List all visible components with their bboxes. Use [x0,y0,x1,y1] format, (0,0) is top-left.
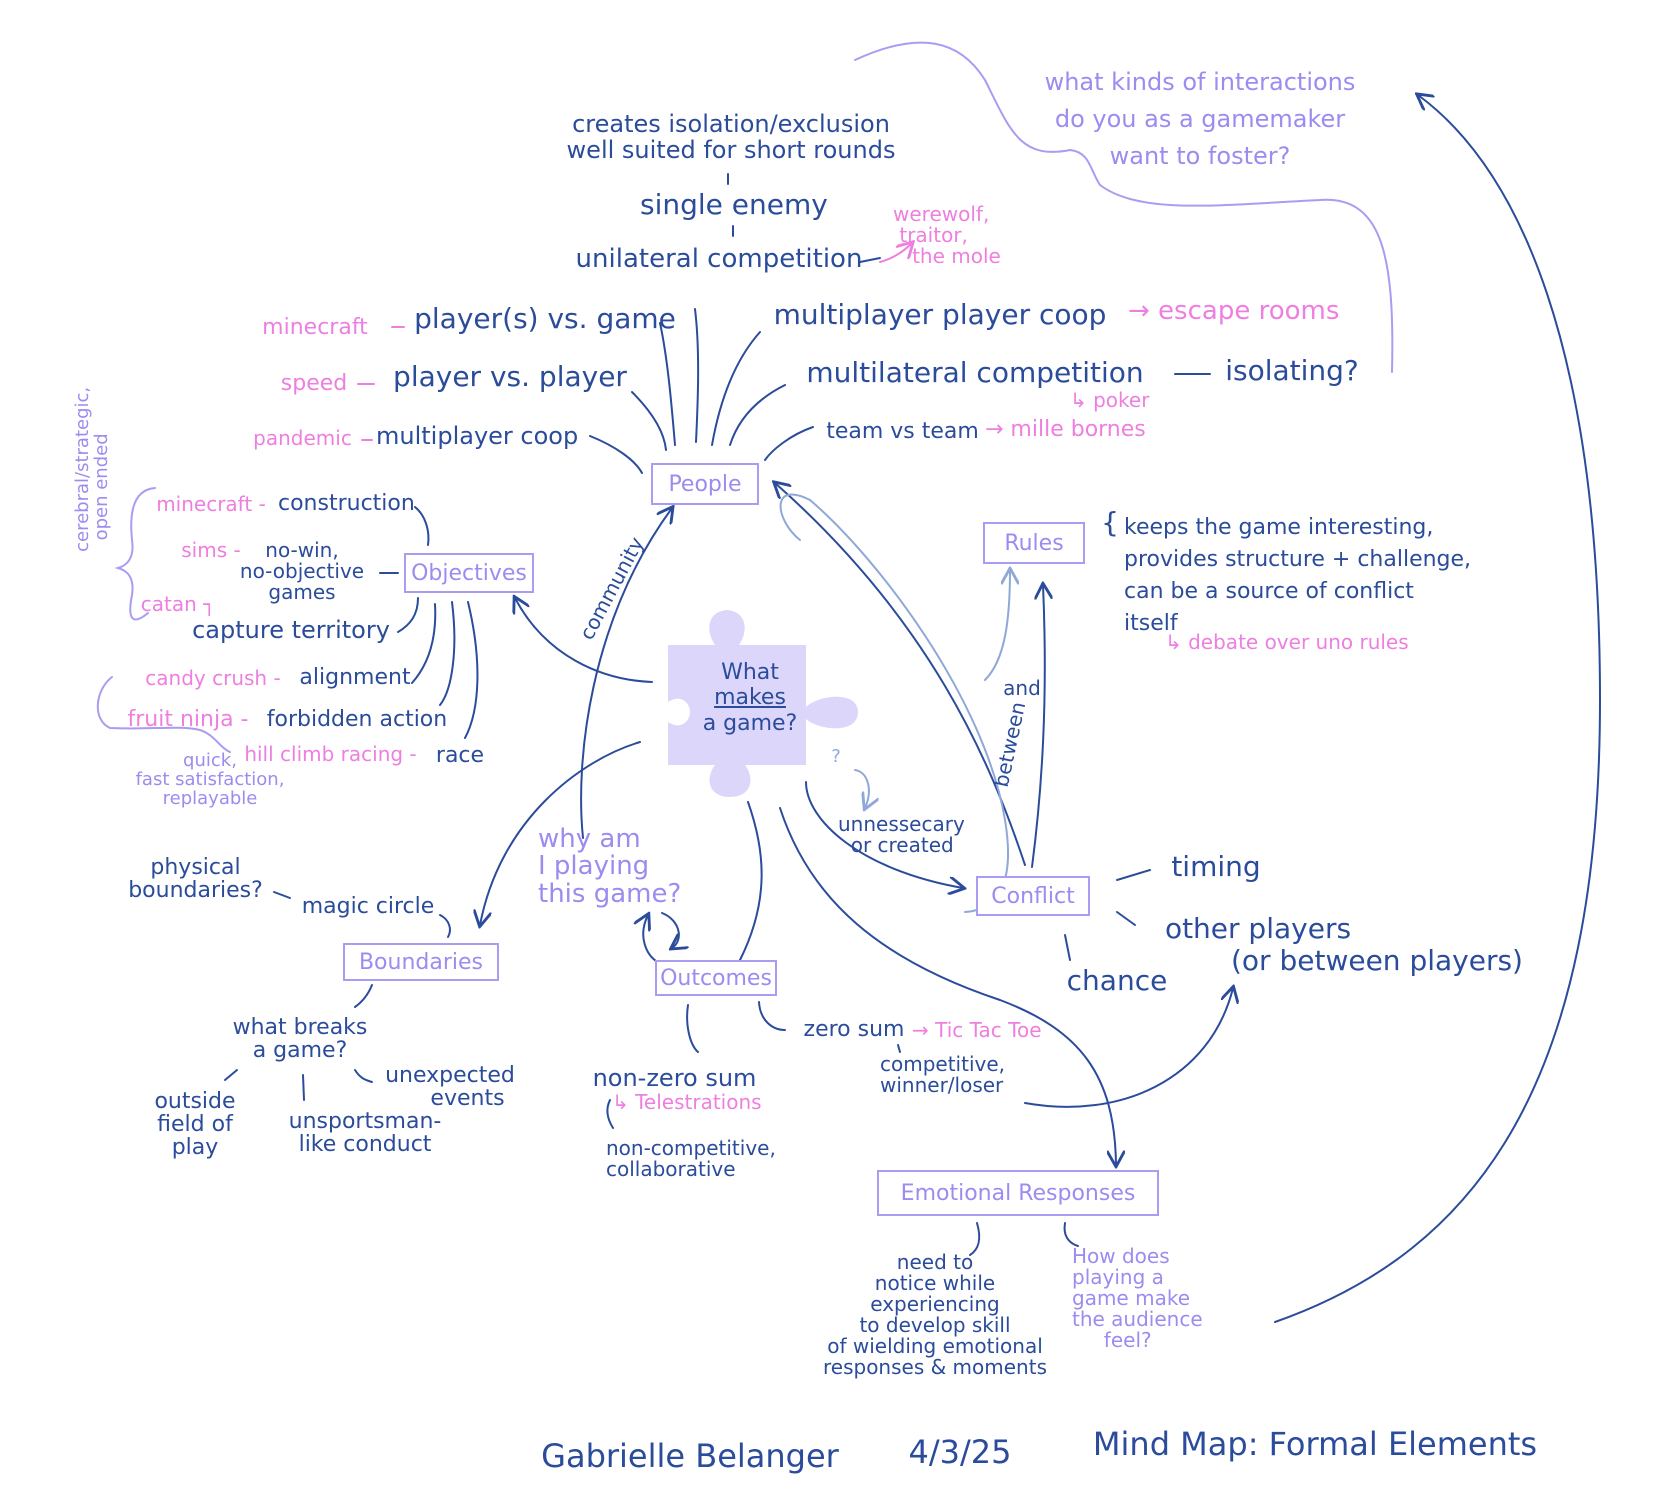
conflict-chance: chance [1066,964,1168,997]
people-multi-coop: multiplayer player coop [773,298,1107,331]
conflict-timing: timing [1171,850,1261,883]
center-line-2: makes [714,685,786,711]
emotional-skill-note: need to notice while experiencing to dev… [822,1250,1047,1379]
objectives-forbidden: forbidden action [266,707,448,732]
boundaries-outside: outside field of play [154,1089,236,1161]
people-team: team vs team [826,419,979,444]
people-unilateral-examples: werewolf, traitor, the mole [893,202,1001,268]
objectives-construction-example: minecraft - [156,492,266,516]
people-coop-example: pandemic [253,426,352,450]
people-multilateral-example: ↳ poker [1070,388,1150,412]
footer-title: Mind Map: Formal Elements [1092,1425,1538,1463]
people-exclusion-note: creates isolation/exclusion [572,110,890,138]
objectives-construction: construction [278,491,415,516]
outcomes-zero-sum-example: → Tic Tac Toe [912,1018,1042,1042]
outcomes-non-zero-sum: non-zero sum [592,1064,757,1092]
objectives-quick-note: quick, fast satisfaction, replayable [135,750,285,809]
boundaries-what-breaks: what breaks a game? [232,1015,368,1064]
outcomes-non-zero-example: ↳ Telestrations [612,1090,762,1114]
objectives-race-example: hill climb racing - [244,742,417,766]
people-pvp: player vs. player [393,360,627,393]
outcomes-non-competitive: non-competitive, collaborative [606,1136,776,1181]
boundaries-unsportsmanlike: unsportsman- like conduct [288,1109,442,1158]
rules-brace: { [1101,506,1119,539]
outcomes-why-playing: why am I playing this game? [538,824,682,909]
objectives-forbidden-example: fruit ninja - [127,707,249,732]
objectives-alignment-example: candy crush - [145,666,281,690]
objectives-side-note: cerebral/strategic, open ended [72,386,112,552]
objectives-no-win-example: sims - [181,538,241,562]
people-pvp-example: speed [280,371,348,396]
node-objectives[interactable]: Objectives [404,553,534,593]
node-boundaries[interactable]: Boundaries [343,943,499,981]
people-unilateral: unilateral competition [575,244,863,274]
node-rules[interactable]: Rules [983,522,1085,564]
footer-date: 4/3/25 [908,1433,1012,1471]
rules-example: ↳ debate over uno rules [1165,630,1409,654]
boundaries-unexpected: unexpected events [385,1063,515,1112]
objectives-capture: capture territory [192,616,390,644]
footer-author: Gabrielle Belanger [541,1437,839,1475]
puzzle-piece-icon [668,610,858,797]
outcomes-zero-sum: zero sum [803,1017,905,1042]
conflict-other-players: other players [1164,912,1352,945]
boundaries-physical: physical boundaries? [128,855,263,904]
emotional-audience-question: How does playing a game make the audienc… [1072,1244,1203,1352]
central-question: What makes a game? [690,660,810,736]
boundaries-magic-circle: magic circle [301,894,435,919]
people-isolating: isolating? [1225,354,1359,387]
center-line-1: What [721,660,779,685]
people-short-rounds: well suited for short rounds [566,136,896,164]
objectives-alignment: alignment [299,665,411,690]
people-pvg-example: minecraft [262,315,368,340]
center-line-3: a game? [702,710,798,736]
people-pvg: player(s) vs. game [414,302,676,335]
conflict-question-mark: ? [831,746,841,767]
objectives-capture-example: catan ┐ [140,592,216,616]
conflict-between-players: (or between players) [1231,944,1523,977]
objectives-no-win: no-win, no-objective games [239,538,365,604]
conflict-origin: unnessecary or created [838,812,965,857]
objectives-race: race [435,743,485,768]
people-multilateral: multilateral competition [806,356,1144,389]
node-outcomes[interactable]: Outcomes [655,960,777,996]
people-single-enemy: single enemy [640,188,828,221]
outcomes-competitive: competitive, winner/loser [880,1052,1006,1097]
people-team-example: → mille bornes [985,417,1146,442]
rules-description: keeps the game interesting, provides str… [1124,515,1472,636]
node-people[interactable]: People [651,463,759,505]
interactions-question: what kinds of interactions do you as a g… [1044,68,1356,171]
people-multi-coop-example: → escape rooms [1128,296,1340,326]
rules-and-label: and [1003,676,1041,700]
people-coop: multiplayer coop [376,422,579,450]
node-conflict[interactable]: Conflict [976,876,1090,916]
node-emotional-responses[interactable]: Emotional Responses [877,1170,1159,1216]
